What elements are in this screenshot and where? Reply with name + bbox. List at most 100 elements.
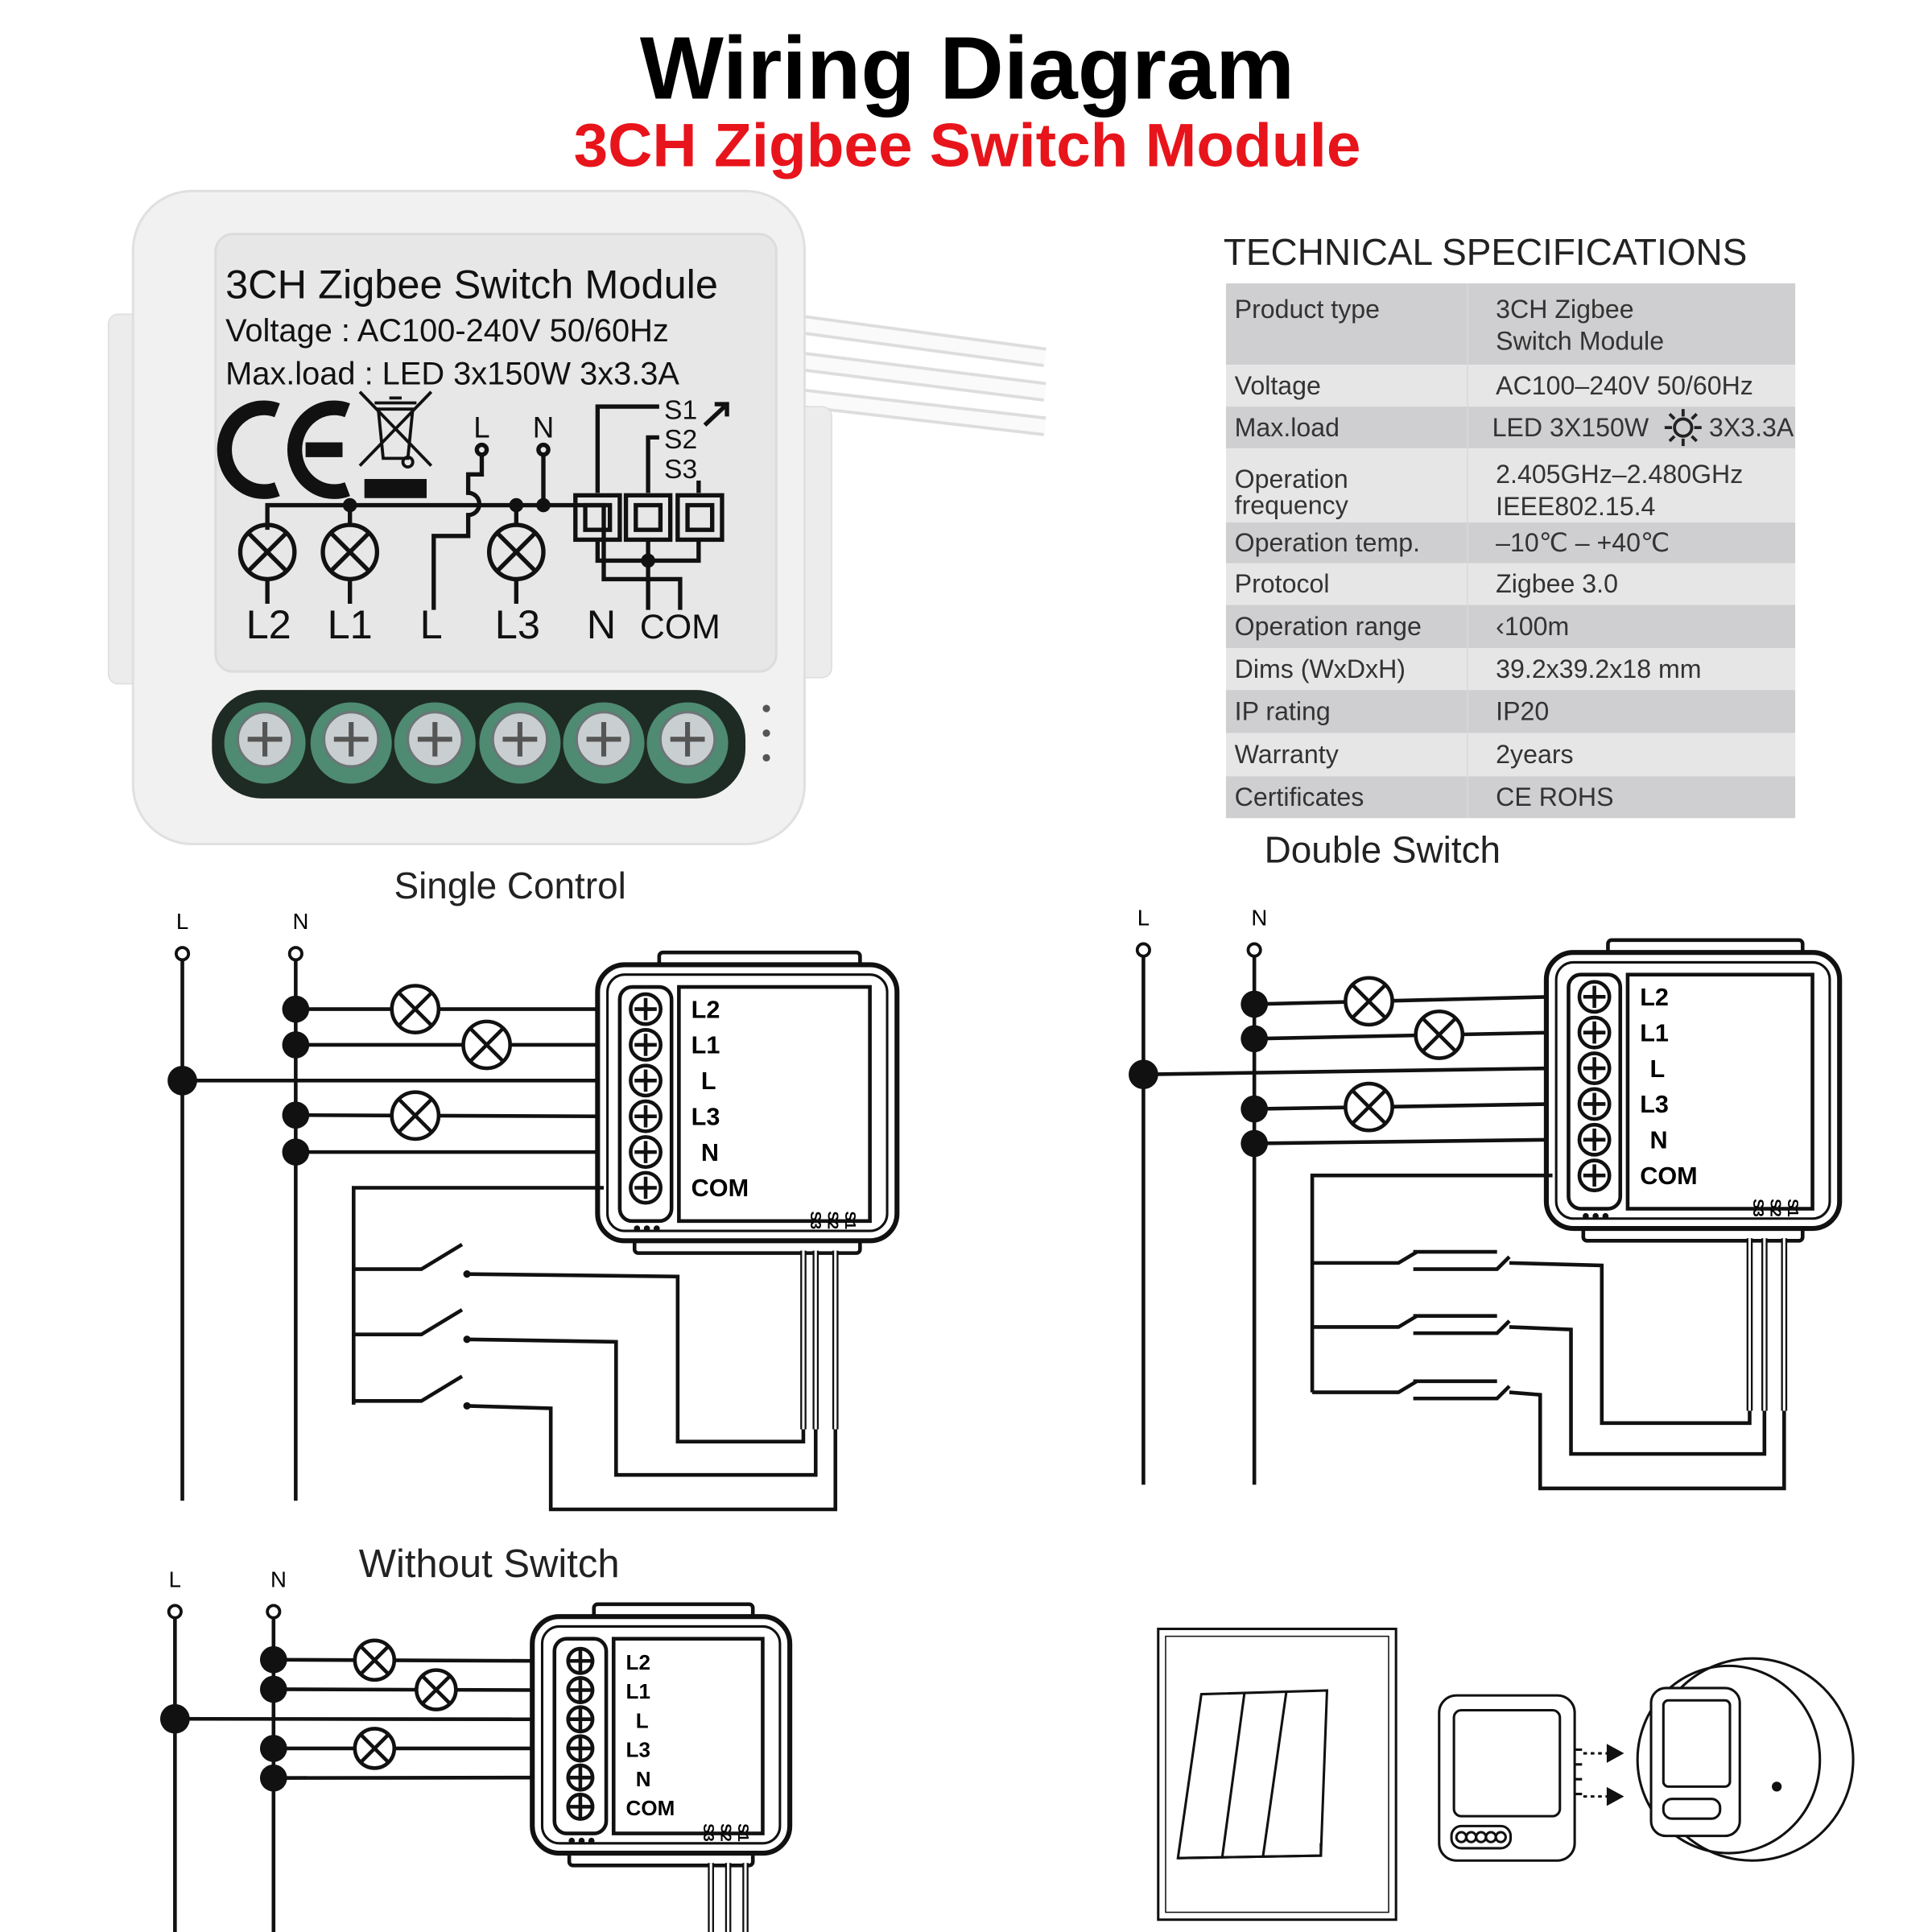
terminal-label: COM <box>1640 1162 1697 1190</box>
screw-slot <box>634 1176 657 1199</box>
spec-label: Operation range <box>1235 612 1422 641</box>
module-label-terminal: L1 <box>328 601 373 647</box>
lamp-cross <box>247 531 287 572</box>
module-label-terminal: N <box>587 601 616 647</box>
terminal-screw-icon <box>1577 1122 1612 1157</box>
small-module-icon <box>1438 1694 1583 1862</box>
load-wire <box>1254 994 1553 1006</box>
spec-value: Zigbee 3.0 <box>1496 569 1618 598</box>
lamp-sun-icon <box>1664 409 1702 447</box>
spec-value: CE ROHS <box>1496 782 1613 811</box>
spec-value: Switch Module <box>1496 327 1664 356</box>
terminal-label: L3 <box>691 1103 720 1130</box>
load-wire <box>295 1113 605 1119</box>
module-body <box>530 1614 793 1856</box>
l-label: L <box>1137 905 1150 930</box>
terminal-label: L3 <box>626 1738 650 1762</box>
terminal-label: COM <box>626 1796 675 1820</box>
lamp-icon <box>353 1638 397 1682</box>
junction-dot <box>159 1703 190 1734</box>
lamp-icon <box>1344 1081 1394 1133</box>
spec-value: 2.405GHz–2.480GHz <box>1496 460 1743 489</box>
spec-value: LED 3X150W <box>1492 413 1649 442</box>
spec-row-bg <box>1225 563 1796 605</box>
load-wire <box>1254 1137 1553 1146</box>
spec-value: AC100–240V 50/60Hz <box>1496 371 1753 400</box>
spec-row-bg <box>1225 690 1796 733</box>
two-way-switch-icon <box>1312 1249 1752 1426</box>
junction-dot <box>1241 1025 1268 1053</box>
screw-slot <box>569 1795 592 1818</box>
lamp-icon <box>1344 976 1394 1027</box>
screw-slot <box>634 1034 657 1056</box>
load-wire <box>273 1687 539 1692</box>
junction-dot <box>1241 1095 1268 1123</box>
terminal-screw-icon <box>566 1763 595 1792</box>
spec-value: –10℃ – +40℃ <box>1496 528 1670 557</box>
switch-return-wire <box>467 1404 838 1512</box>
spec-label: IP rating <box>1235 697 1331 726</box>
screw-slot <box>634 997 657 1021</box>
module-label-terminal: L2 <box>246 601 291 647</box>
live-terminal <box>1135 942 1151 958</box>
junction-dot <box>259 1645 287 1674</box>
screw-slot <box>634 1069 657 1092</box>
screw-slot <box>569 1766 592 1789</box>
module-face <box>1625 972 1814 1211</box>
terminal-screw-icon <box>629 1063 663 1098</box>
com-wire <box>1310 1173 1553 1393</box>
installation-illustration <box>1157 1627 1855 1922</box>
s-terminal-label: S3 <box>700 1823 717 1841</box>
screw-slot <box>1583 1057 1606 1080</box>
terminal-label: L <box>636 1708 649 1732</box>
terminal-screw-icon <box>1577 980 1612 1014</box>
lamp-icon <box>1414 1009 1465 1060</box>
switch-return-wire <box>467 1337 818 1477</box>
two-way-switch-icon <box>1312 1379 1786 1491</box>
terminal-screw-icon <box>479 702 561 784</box>
spec-row: Operation temp.–10℃ – +40℃ <box>1225 522 1796 564</box>
sun-core <box>1673 417 1694 438</box>
module-label-input-l: L <box>473 411 489 444</box>
arrow-icon <box>1583 1744 1624 1806</box>
module-face <box>611 1637 765 1835</box>
spec-row-bg <box>1225 776 1796 819</box>
spec-row-bg <box>1225 365 1796 407</box>
terminal-label: L <box>701 1067 716 1095</box>
terminal-label: COM <box>691 1174 749 1202</box>
terminal-label: N <box>636 1767 651 1791</box>
screw-slot <box>569 1649 592 1673</box>
screw-slot <box>634 1104 657 1128</box>
switch-lever <box>353 1308 464 1336</box>
s-terminal-label: S3 <box>807 1212 824 1229</box>
terminal-screw-icon <box>1577 1087 1612 1121</box>
spec-label: Product type <box>1235 295 1380 324</box>
terminal-label: N <box>701 1139 719 1166</box>
spec-value: IP20 <box>1496 697 1549 726</box>
dot <box>1583 1212 1589 1220</box>
terminal-screw-icon <box>310 702 392 784</box>
spec-label: Max.load <box>1235 413 1340 442</box>
spec-row: Dims (WxDxH)39.2x39.2x18 mm <box>1225 648 1796 691</box>
junction-dot <box>167 1065 197 1096</box>
module-inner-edge <box>606 973 889 1232</box>
module-label-terminal: COM <box>640 608 720 646</box>
double-switch-title: Double Switch <box>1265 828 1501 870</box>
junction-dot <box>282 1031 310 1059</box>
spec-row-bg <box>1225 522 1796 564</box>
terminal-screw-icon <box>629 992 663 1026</box>
lamp-icon <box>353 1727 397 1770</box>
switch-return-wire <box>467 1272 806 1444</box>
page-subtitle: 3CH Zigbee Switch Module <box>574 112 1361 180</box>
lamp-icon <box>390 984 441 1034</box>
spec-row-bg <box>1225 448 1796 522</box>
dot <box>578 1837 585 1844</box>
dot <box>1602 1212 1609 1220</box>
switch-return-wire <box>1509 1261 1752 1426</box>
lamp-cross <box>496 531 537 572</box>
screw-slot <box>670 721 705 757</box>
spec-row-bg <box>1225 605 1796 649</box>
